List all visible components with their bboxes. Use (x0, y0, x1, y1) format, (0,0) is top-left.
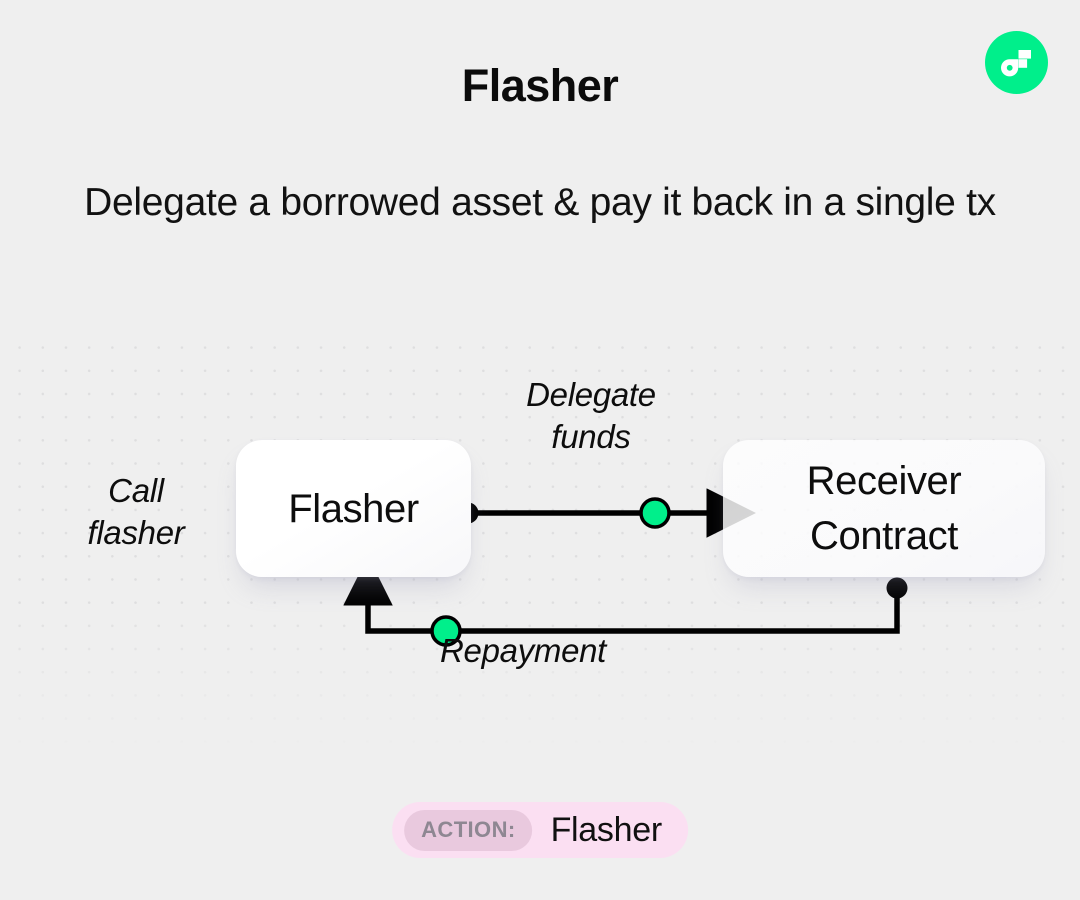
edge-label-call-flasher: Call flasher (87, 472, 185, 551)
action-badge-chip-label: ACTION: (404, 809, 533, 851)
edge-label-repayment: Repayment (440, 632, 607, 669)
action-badge-value: Flasher (550, 810, 663, 849)
edge-label-delegate-funds: Delegate funds (526, 376, 656, 455)
edge-node-delegate (639, 497, 671, 529)
page-subtitle: Delegate a borrowed asset & pay it back … (84, 181, 996, 224)
edge-repayment (343, 556, 900, 634)
node-flasher[interactable]: Flasher (236, 440, 471, 577)
page-title: Flasher (461, 60, 619, 111)
edge-source-dot-receiver (886, 577, 908, 599)
node-receiver-contract[interactable]: Receiver Contract (723, 440, 1045, 577)
flow-diagram: Flasher Receiver Contract Call flasher D… (0, 330, 1080, 770)
edge-node-repayment (430, 615, 462, 647)
action-badge[interactable]: ACTION: Flasher (392, 802, 688, 858)
flow-logo-icon (985, 31, 1048, 94)
